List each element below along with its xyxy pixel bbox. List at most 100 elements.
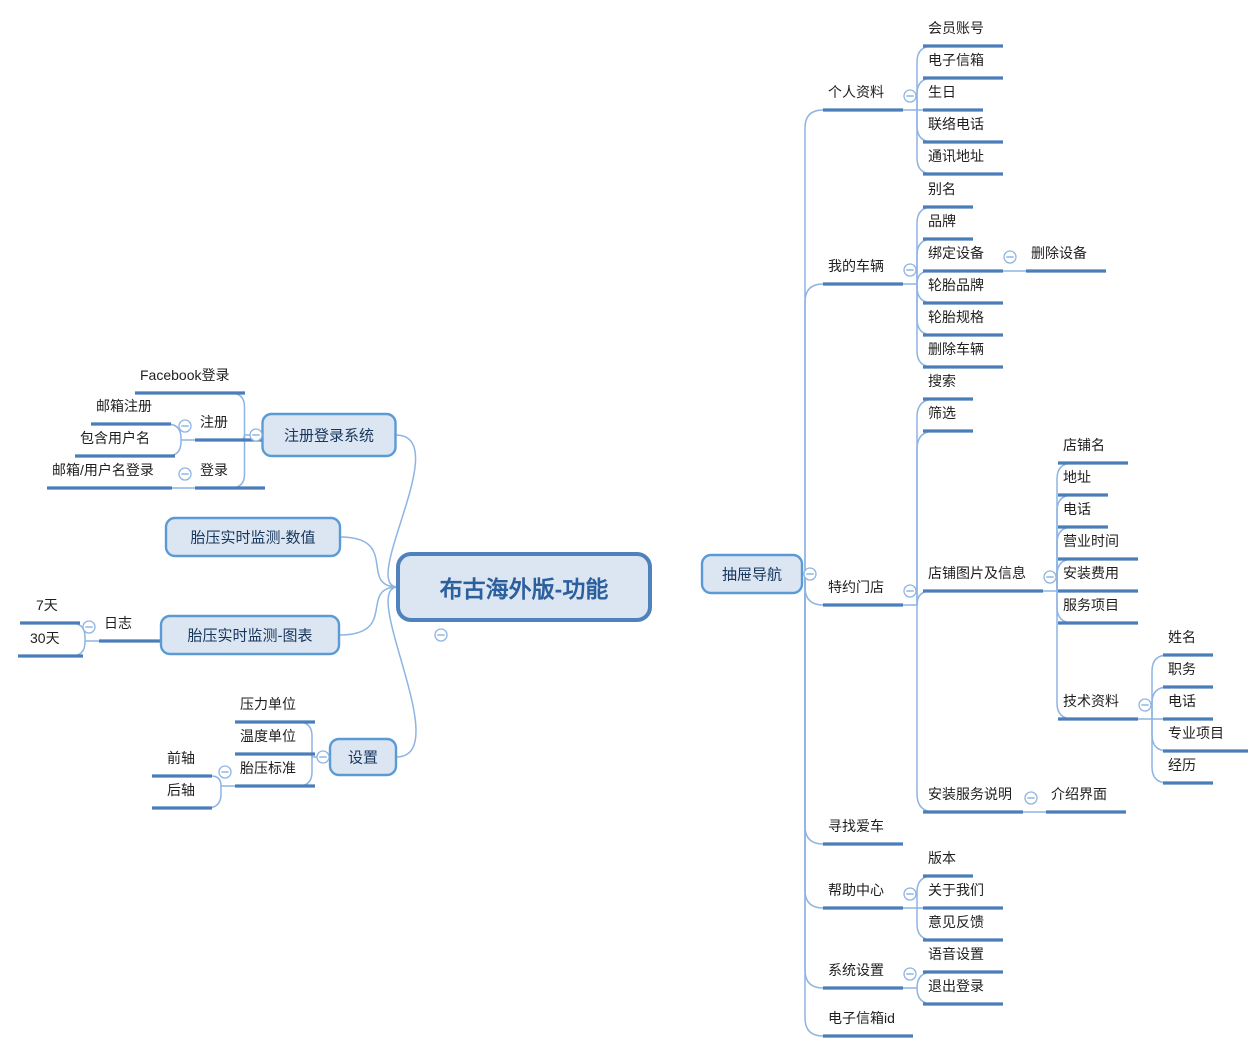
leaf-label-shop_address[interactable]: 地址 [1063,469,1091,485]
leaf-label-log[interactable]: 日志 [104,615,132,631]
node-settings[interactable]: 设置 [328,737,398,777]
collapse-minus-icon-help_center[interactable] [903,887,917,901]
node-label-auth_system: 注册登录系统 [284,428,374,445]
collapse-minus-icon-toggle-auth[interactable] [249,428,263,442]
branch-line [804,283,824,574]
leaf-label-profile[interactable]: 个人资料 [828,84,884,100]
leaf-label-bind_device[interactable]: 绑定设备 [928,245,984,261]
node-box-settings[interactable] [328,737,398,777]
collapse-minus-icon-tire_std[interactable] [218,765,232,779]
leaf-label-birthday[interactable]: 生日 [928,84,956,100]
collapse-minus-icon-bind_device[interactable] [1003,250,1017,264]
branch-line [166,440,182,457]
leaf-label-tech_major[interactable]: 专业项目 [1168,725,1224,741]
leaf-label-search[interactable]: 搜索 [928,373,956,389]
node-tpms_chart[interactable]: 胎压实时监测-图表 [159,614,341,656]
leaf-label-brand[interactable]: 品牌 [928,213,956,229]
node-box-tpms_chart[interactable] [159,614,341,656]
leaf-label-dealer[interactable]: 特约门店 [828,579,884,595]
leaf-label-my_vehicle[interactable]: 我的车辆 [828,258,884,274]
node-box-tpms_value[interactable] [164,516,342,558]
collapse-minus-icon-profile[interactable] [903,89,917,103]
branch-line [804,574,824,989]
node-box-drawer_nav[interactable] [700,553,804,595]
leaf-label-filter[interactable]: 筛选 [928,405,956,421]
collapse-minus-icon-dealer[interactable] [903,584,917,598]
leaf-label-alias[interactable]: 别名 [928,181,956,197]
leaf-label-tire_brand[interactable]: 轮胎品牌 [928,277,984,293]
leaf-label-email_or_user[interactable]: 邮箱/用户名登录 [52,462,154,478]
leaf-label-rear_axle[interactable]: 后轴 [167,782,195,798]
leaf-label-tech_info[interactable]: 技术资料 [1063,693,1119,709]
branch-line [1151,686,1169,719]
collapse-minus-icon-register[interactable] [178,419,192,433]
collapse-minus-icon-toggle-settings[interactable] [316,750,330,764]
collapse-minus-icon-tech_info[interactable] [1138,698,1152,712]
leaf-label-tech_exp[interactable]: 经历 [1168,757,1196,773]
leaf-label-email_register[interactable]: 邮箱注册 [96,398,152,414]
collapse-minus-icon-log[interactable] [82,620,96,634]
node-auth_system[interactable]: 注册登录系统 [261,412,397,458]
leaf-label-install_fee[interactable]: 安装费用 [1063,565,1119,581]
branch-line [1151,719,1169,752]
leaf-label-shop_phone[interactable]: 电话 [1063,501,1091,517]
branch-line [230,435,265,489]
leaf-underline-bars [18,44,1248,1038]
root-box[interactable] [396,552,652,622]
leaf-label-intro_ui[interactable]: 介绍界面 [1051,786,1107,802]
collapse-minus-icon-shop_info[interactable] [1043,570,1057,584]
leaf-label-service_items[interactable]: 服务项目 [1063,597,1119,613]
leaf-label-tech_phone[interactable]: 电话 [1168,693,1196,709]
leaf-label-shop_info[interactable]: 店铺图片及信息 [928,565,1026,581]
leaf-label-pressure_unit[interactable]: 压力单位 [240,696,296,712]
branch-line [387,586,417,758]
leaf-label-shop_hours[interactable]: 营业时间 [1063,533,1119,549]
collapse-minus-icon-toggle-tpms-chart[interactable] [434,628,448,642]
leaf-label-delete_device[interactable]: 删除设备 [1031,245,1087,261]
leaf-label-delete_vehicle[interactable]: 删除车辆 [928,341,984,357]
leaf-label-version[interactable]: 版本 [928,850,956,866]
leaf-label-logout[interactable]: 退出登录 [928,978,984,994]
leaf-label-tire_std[interactable]: 胎压标准 [240,760,296,776]
node-tpms_value[interactable]: 胎压实时监测-数值 [164,516,342,558]
leaf-label-shop_name[interactable]: 店铺名 [1063,437,1105,453]
leaf-label-days30[interactable]: 30天 [30,630,60,646]
leaf-label-front_axle[interactable]: 前轴 [167,750,195,766]
leaf-label-help_center[interactable]: 帮助中心 [828,882,884,898]
leaf-label-phone_contact[interactable]: 联络电话 [928,116,984,132]
leaf-label-email_id[interactable]: 电子信箱id [828,1010,895,1026]
branch-line [338,586,399,636]
leaf-label-find_car[interactable]: 寻找爱车 [828,818,884,834]
collapse-minus-icon-my_vehicle[interactable] [903,263,917,277]
collapse-minus-icon-login[interactable] [178,467,192,481]
leaf-label-install_desc[interactable]: 安装服务说明 [928,786,1012,802]
leaf-label-about_us[interactable]: 关于我们 [928,882,984,898]
leaf-label-voice_setting[interactable]: 语音设置 [928,946,984,962]
collapse-minus-icon-toggle-drawer-nav[interactable] [803,567,817,581]
leaf-label-fb_login[interactable]: Facebook登录 [140,367,229,383]
node-label-settings: 设置 [348,750,378,767]
leaf-label-tire_spec[interactable]: 轮胎规格 [928,309,984,325]
leaf-label-has_username[interactable]: 包含用户名 [80,430,150,446]
leaf-label-feedback[interactable]: 意见反馈 [928,914,984,930]
collapse-minus-icon-sys_settings[interactable] [903,967,917,981]
leaf-label-days7[interactable]: 7天 [36,597,58,613]
leaf-label-temp_unit[interactable]: 温度单位 [240,728,296,744]
leaf-label-sys_settings[interactable]: 系统设置 [828,962,884,978]
leaf-label-login[interactable]: 登录 [200,462,228,478]
leaf-label-tech_title[interactable]: 职务 [1168,661,1196,677]
leaf-label-member_id[interactable]: 会员账号 [928,20,984,36]
root-label: 布古海外版-功能 [440,576,609,602]
root-node[interactable]: 布古海外版-功能 [396,552,652,622]
leaf-label-address[interactable]: 通讯地址 [928,148,984,164]
node-drawer_nav[interactable]: 抽屉导航 [700,553,804,595]
branch-line [297,721,315,757]
collapse-minus-icon-install_desc[interactable] [1024,791,1038,805]
node-label-tpms_chart: 胎压实时监测-图表 [188,628,313,645]
leaf-label-email[interactable]: 电子信箱 [928,52,984,68]
branch-line [206,786,222,809]
leaf-label-tech_name[interactable]: 姓名 [1168,629,1196,645]
leaf-label-register[interactable]: 注册 [200,414,228,430]
